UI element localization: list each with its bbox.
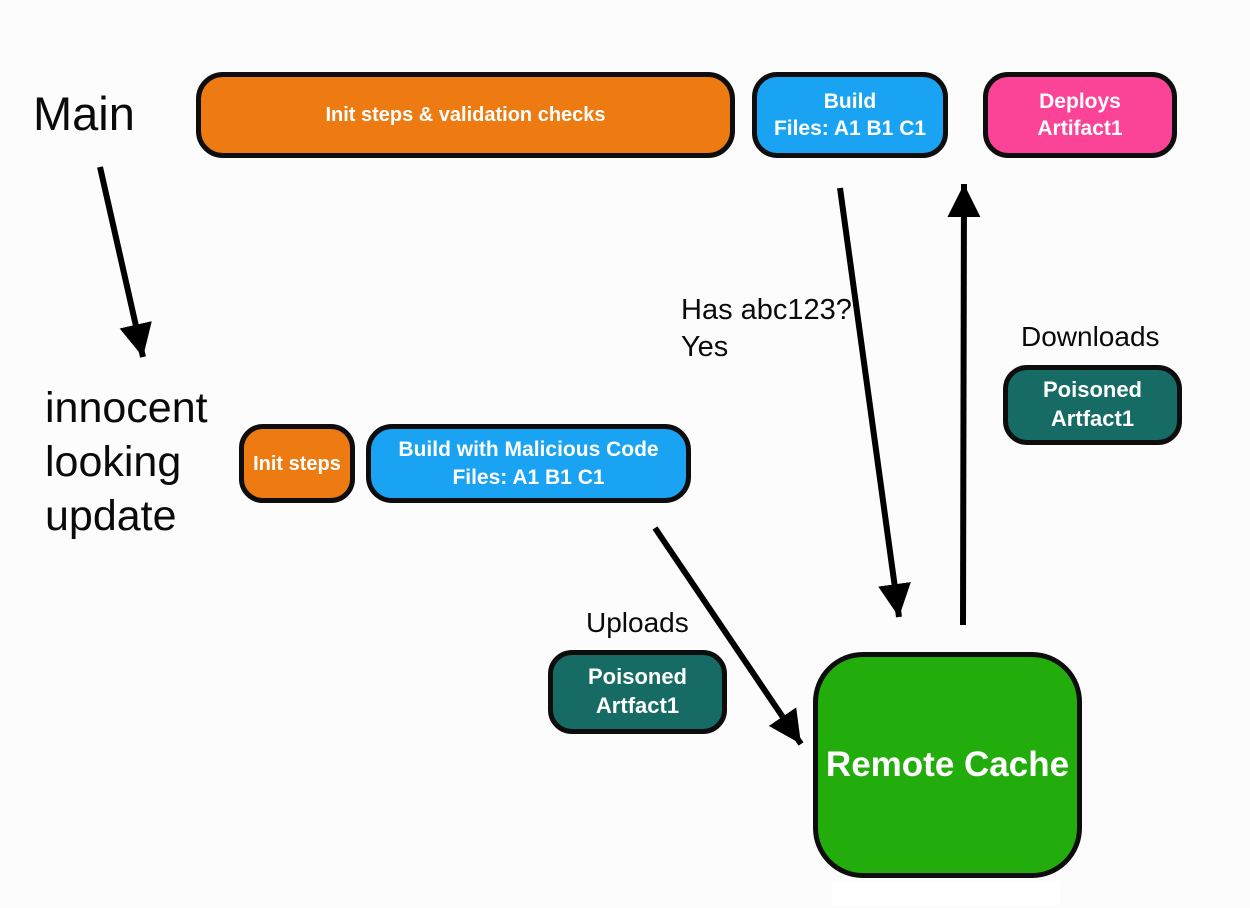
label-main: Main xyxy=(33,87,135,140)
node-label-line: Files: A1 B1 C1 xyxy=(773,117,927,140)
node-label-line: Artifact1 xyxy=(1037,117,1123,140)
node-label: Init steps & validation checks xyxy=(325,104,606,126)
node-label-line: Build xyxy=(823,89,877,113)
label-line: innocent xyxy=(45,384,208,432)
node-poisoned-artifact-downloaded: Poisoned Artfact1 xyxy=(1003,365,1182,445)
arrow-cache-to-deploys xyxy=(947,183,981,626)
node-deploys-artifact1: Deploys Artifact1 xyxy=(983,72,1177,158)
node-build-files: Build Files: A1 B1 C1 xyxy=(752,72,948,158)
node-label: Init steps xyxy=(253,452,341,475)
node-init-steps-validation-checks: Init steps & validation checks xyxy=(196,72,735,158)
node-label-line: Artfact1 xyxy=(595,693,680,718)
label-line: Yes xyxy=(681,331,729,363)
node-poisoned-artifact-uploaded: Poisoned Artfact1 xyxy=(548,650,727,734)
node-label: Remote Cache xyxy=(825,745,1070,785)
label-line: update xyxy=(45,492,177,540)
node-label-line: Poisoned xyxy=(587,664,687,690)
arrow-build-to-cache xyxy=(837,187,911,618)
label-line: Has abc123? xyxy=(681,294,852,326)
node-label-line: Files: A1 B1 C1 xyxy=(452,465,605,489)
node-label-line: Artfact1 xyxy=(1050,406,1135,431)
shadow-strip xyxy=(832,881,1060,905)
node-label-line: Deploys xyxy=(1039,89,1121,113)
node-remote-cache: Remote Cache xyxy=(813,652,1082,878)
node-init-steps: Init steps xyxy=(239,424,355,503)
label-downloads: Downloads xyxy=(1021,321,1160,352)
label-uploads: Uploads xyxy=(586,607,689,638)
node-label-line: Build with Malicious Code xyxy=(398,438,659,462)
label-innocent-looking-update: innocent looking update xyxy=(45,381,208,543)
label-line: looking xyxy=(45,438,182,486)
node-build-with-malicious-code: Build with Malicious Code Files: A1 B1 C… xyxy=(366,424,691,503)
arrow-main-to-update xyxy=(97,166,152,358)
node-label-line: Poisoned xyxy=(1042,377,1142,403)
label-has-abc123: Has abc123? Yes xyxy=(681,292,852,366)
